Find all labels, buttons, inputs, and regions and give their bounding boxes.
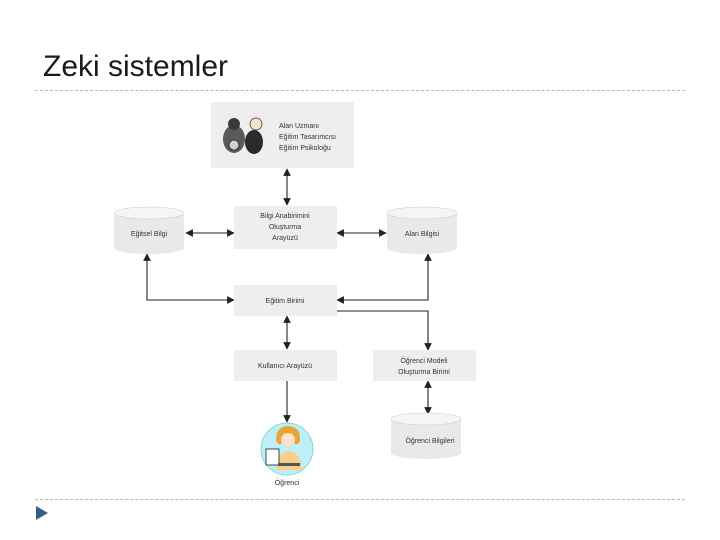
student-db: Öğrenci Bilgileri [391, 413, 461, 459]
experts-box: Alan Uzmanı Eğitim Tasarımcısı Eğitim Ps… [211, 102, 354, 168]
student-model-box: Öğrenci Modeli Oluşturma Birimi [373, 350, 476, 381]
pedagogical-db: Eğitsel Bilgi [114, 207, 184, 254]
user-interface-box: Kullanıcı Arayüzü [234, 350, 337, 381]
user-interface-label: Kullanıcı Arayüzü [258, 363, 312, 370]
knowledge-interface-box: Bilgi Anabirimini Oluşturma Arayüzü [234, 206, 337, 249]
pedagogical-db-label: Eğitsel Bilgi [131, 231, 168, 238]
arrow-pedagogical-tutor [147, 254, 234, 300]
domain-db: Alan Bilgisi [387, 207, 457, 254]
interface-line-1: Bilgi Anabirimini [260, 213, 310, 220]
student-model-line-1: Öğrenci Modeli [400, 357, 448, 365]
experts-line-3: Eğitim Psikoloğu [279, 145, 331, 152]
student-db-label: Öğrenci Bilgileri [405, 437, 454, 445]
tutor-unit-box: Eğitim Birimi [234, 285, 337, 316]
experts-line-1: Alan Uzmanı [279, 123, 319, 130]
student-model-line-2: Oluşturma Birimi [398, 369, 450, 376]
domain-db-label: Alan Bilgisi [405, 231, 440, 238]
interface-line-2: Oluşturma [269, 224, 301, 231]
arrow-domain-tutor [337, 254, 428, 300]
experts-line-2: Eğitim Tasarımcısı [279, 134, 336, 141]
arrow-tutor-student-model [337, 311, 428, 350]
interface-line-3: Arayüzü [272, 235, 298, 242]
student-label: Öğrenci [275, 479, 300, 487]
student-icon [261, 423, 313, 475]
tutor-unit-label: Eğitim Birimi [266, 298, 305, 305]
